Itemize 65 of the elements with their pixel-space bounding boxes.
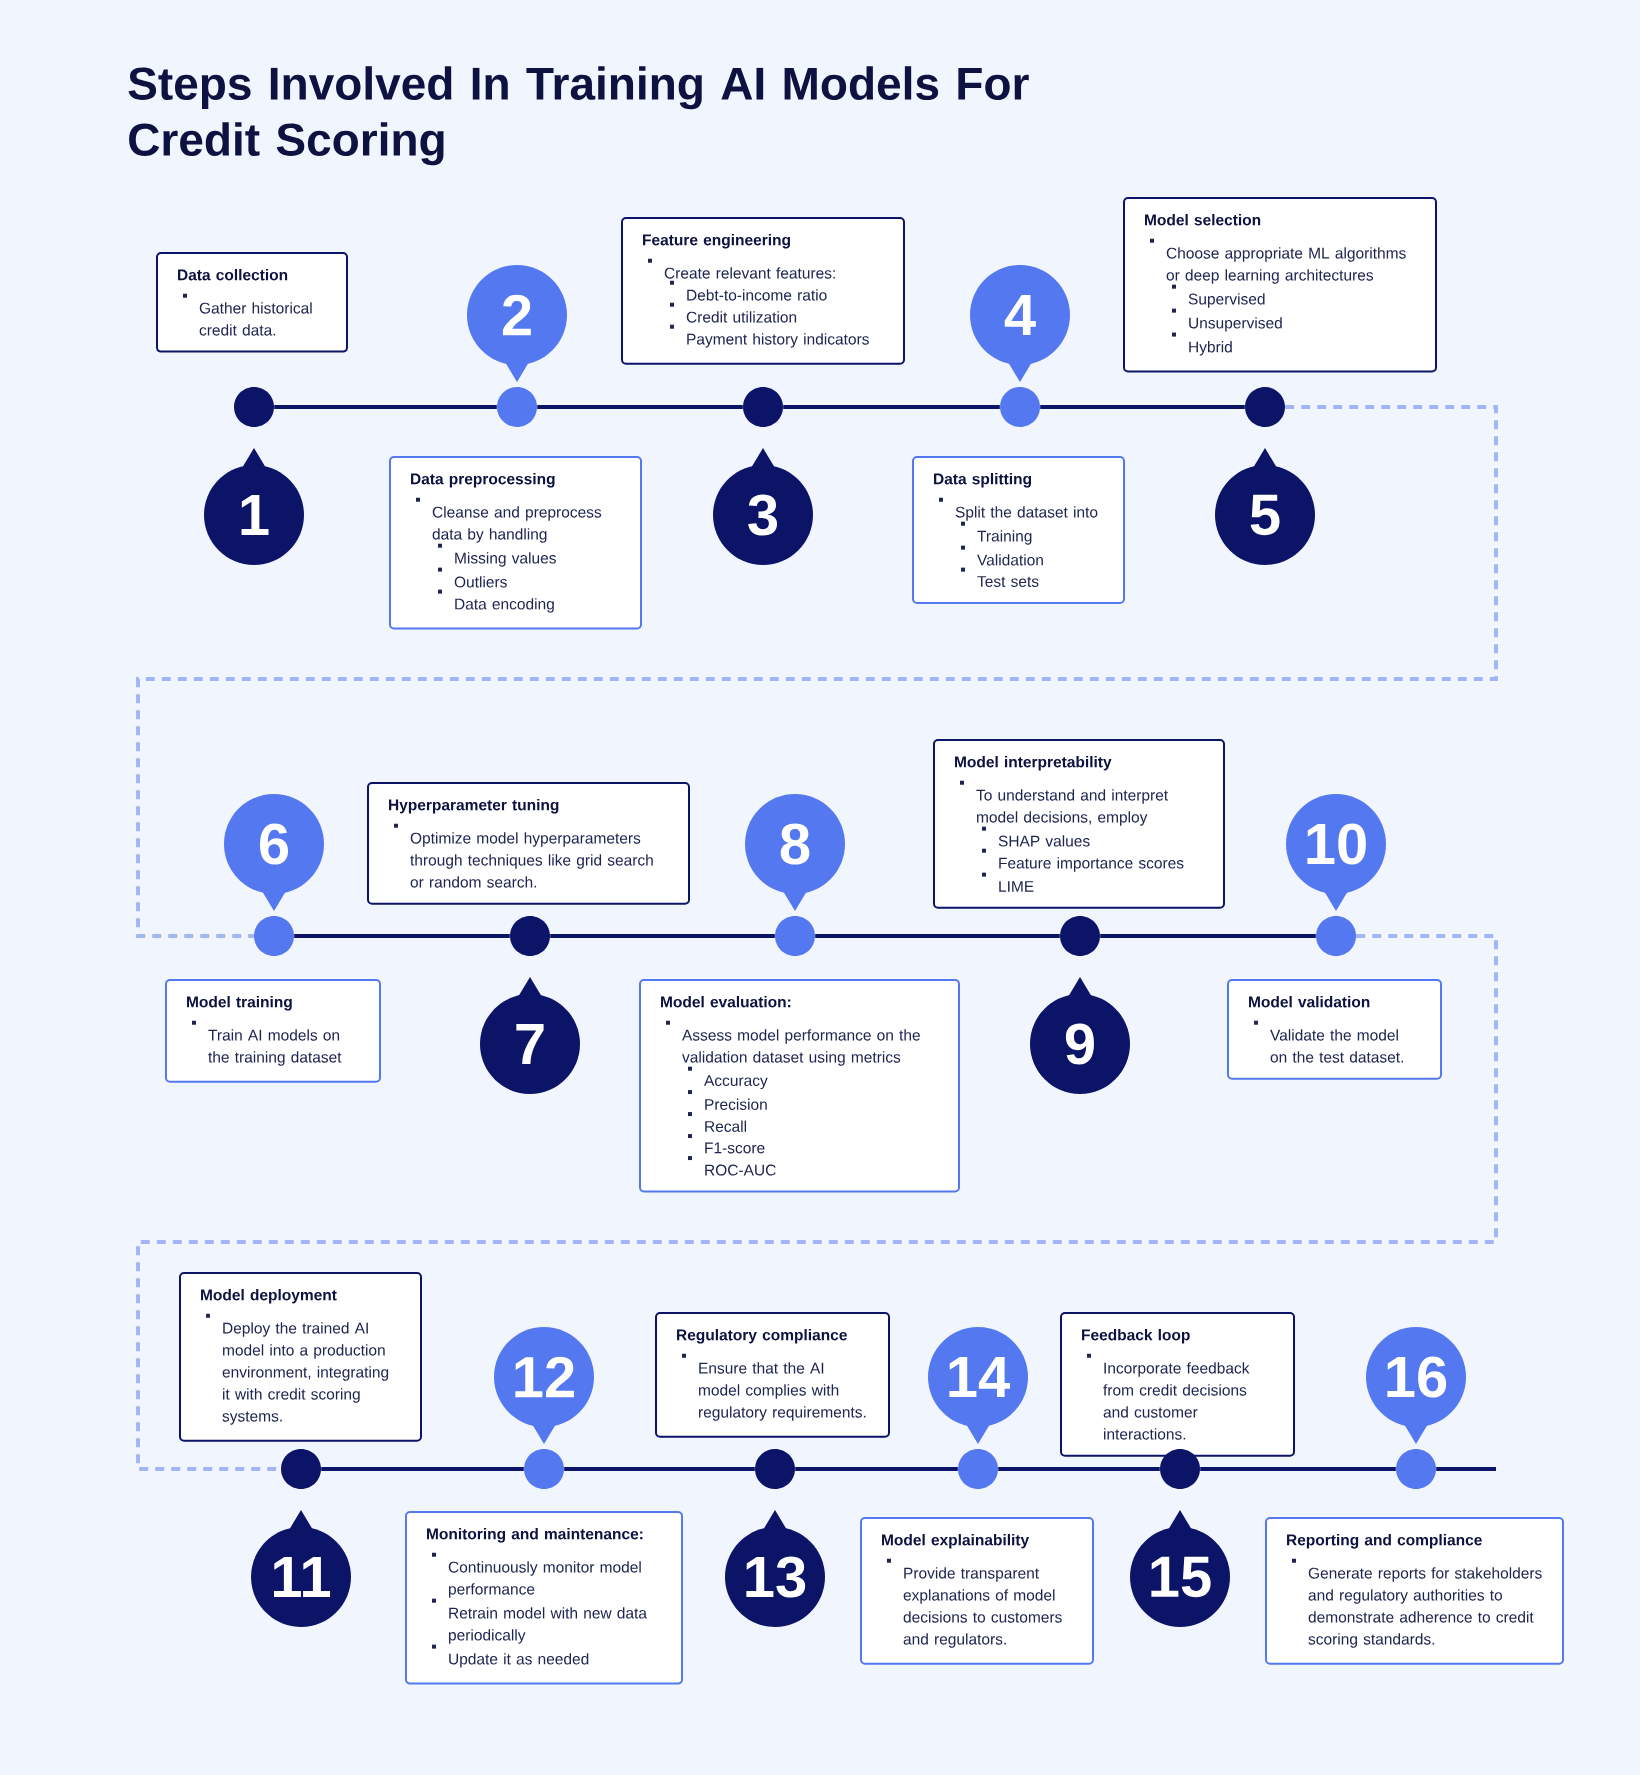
timeline-dot bbox=[234, 387, 274, 427]
timeline-dot bbox=[1160, 1449, 1200, 1489]
text-card: Feature engineering Create relevant features: Debt-to-income ratio Credit utilization Payment history indicators bbox=[621, 217, 905, 365]
text-card: Model validation Validate the model on the test dataset. bbox=[1227, 979, 1442, 1080]
text-card: Hyperparameter tuning Optimize model hyperparameters through techniques like grid search or random search. bbox=[367, 782, 690, 905]
number-pin: 3 bbox=[713, 448, 813, 565]
timeline-line bbox=[1436, 1467, 1496, 1471]
title: Steps Involved In Training AI Models For Credit Scoring bbox=[128, 66, 1029, 166]
text-card: Model evaluation: Assess model performance on the validation dataset using metrics Accuracy Precision Recall F1-score ROC-AUC bbox=[639, 979, 960, 1193]
number-pin: 11 bbox=[251, 1510, 351, 1627]
text-card: Data collection Gather historical credit data. bbox=[156, 252, 348, 353]
timeline-dot bbox=[743, 387, 783, 427]
timeline-dot bbox=[775, 916, 815, 956]
timeline-dot bbox=[1060, 916, 1100, 956]
number-pin: 16 bbox=[1366, 1327, 1466, 1444]
text-card: Data splitting Split the dataset into Training Validation Test sets bbox=[912, 456, 1125, 604]
number-pin: 6 bbox=[224, 794, 324, 911]
timeline-dot bbox=[755, 1449, 795, 1489]
timeline-dot bbox=[1245, 387, 1285, 427]
text-card: Model training Train AI models on the training dataset bbox=[165, 979, 381, 1083]
timeline-dot bbox=[1316, 916, 1356, 956]
number-pin: 8 bbox=[745, 794, 845, 911]
text-card: Regulatory compliance Ensure that the AI model complies with regulatory requirements. bbox=[655, 1312, 890, 1438]
text-card: Model interpretability To understand and interpret model decisions, employ SHAP values Feature importance scores LIME bbox=[933, 739, 1225, 909]
number-pin: 10 bbox=[1286, 794, 1386, 911]
timeline-line bbox=[321, 1467, 524, 1471]
number-pin: 15 bbox=[1130, 1510, 1230, 1627]
timeline-dot bbox=[254, 916, 294, 956]
text-card: Model deployment Deploy the trained AI model into a production environment, integrating it with credit scoring systems. bbox=[179, 1272, 422, 1442]
text-card: Feedback loop Incorporate feedback from credit decisions and customer interactions. bbox=[1060, 1312, 1295, 1457]
timeline-line bbox=[1200, 1467, 1396, 1471]
timeline-dot bbox=[524, 1449, 564, 1489]
timeline-line bbox=[815, 934, 1060, 938]
number-pin: 1 bbox=[204, 448, 304, 565]
timeline-line bbox=[537, 405, 743, 409]
timeline-line bbox=[564, 1467, 755, 1471]
number-pin: 14 bbox=[928, 1327, 1028, 1444]
timeline-line bbox=[274, 405, 497, 409]
number-pin: 2 bbox=[467, 265, 567, 382]
timeline-line bbox=[998, 1467, 1160, 1471]
text-card: Reporting and compliance Generate reports for stakeholders and regulatory authorities to demonstrate adherence to credit scoring standards. bbox=[1265, 1517, 1564, 1665]
text-card: Monitoring and maintenance: Continuously monitor model performance Retrain model with new data periodically Update it as needed bbox=[405, 1511, 683, 1685]
number-pin: 7 bbox=[480, 977, 580, 1094]
timeline-dot bbox=[1396, 1449, 1436, 1489]
timeline-line bbox=[1040, 405, 1245, 409]
number-pin: 9 bbox=[1030, 977, 1130, 1094]
timeline-line bbox=[1100, 934, 1316, 938]
dashed-connector bbox=[136, 934, 1498, 1471]
number-pin: 12 bbox=[494, 1327, 594, 1444]
dashed-connector bbox=[136, 405, 1498, 938]
timeline-dot bbox=[1000, 387, 1040, 427]
timeline-dot bbox=[281, 1449, 321, 1489]
timeline-line bbox=[783, 405, 1000, 409]
timeline-dot bbox=[958, 1449, 998, 1489]
number-pin: 13 bbox=[725, 1510, 825, 1627]
number-pin: 5 bbox=[1215, 448, 1315, 565]
number-pin: 4 bbox=[970, 265, 1070, 382]
timeline-line bbox=[795, 1467, 958, 1471]
timeline-line bbox=[294, 934, 510, 938]
text-card: Model explainability Provide transparent explanations of model decisions to customers and regulators. bbox=[860, 1517, 1094, 1665]
timeline-dot bbox=[510, 916, 550, 956]
text-card: Model selection Choose appropriate ML algorithms or deep learning architectures Supervised Unsupervised Hybrid bbox=[1123, 197, 1437, 373]
timeline-line bbox=[550, 934, 775, 938]
text-card: Data preprocessing Cleanse and preprocess data by handling Missing values Outliers Data encoding bbox=[389, 456, 642, 630]
timeline-dot bbox=[497, 387, 537, 427]
